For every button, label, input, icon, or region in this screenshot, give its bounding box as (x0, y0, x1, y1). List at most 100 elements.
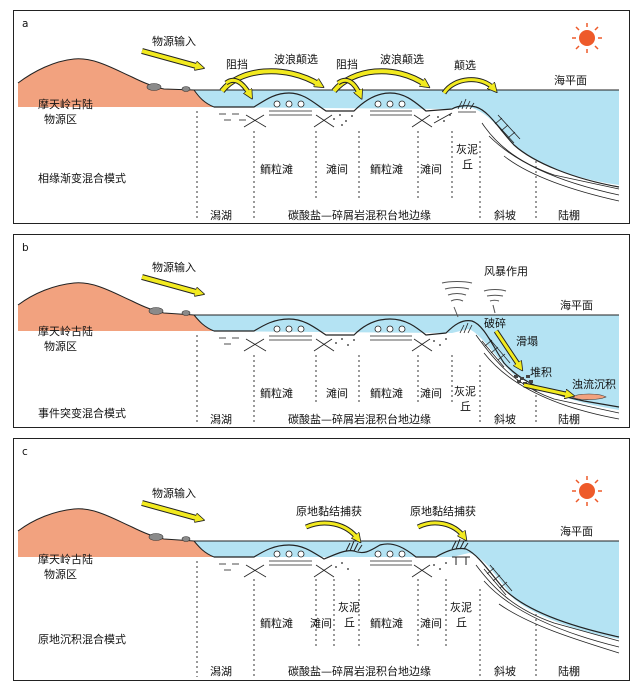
source-area-label: 物源区 (44, 567, 77, 581)
pebble (146, 83, 162, 91)
wave-sort-label-1: 波浪颠选 (274, 52, 318, 66)
source-area-label: 物源区 (44, 112, 77, 126)
sea-level-label: 海平面 (554, 73, 587, 87)
mud-mound-label-top: 灰泥 (338, 600, 360, 614)
capture-label-2: 原地黏结捕获 (410, 504, 476, 518)
slope-ladder (491, 114, 521, 144)
oolitic-shoal-label-2: 鲕粒滩 (370, 616, 403, 630)
platform-margin-label: 碳酸盐—碎屑岩混积台地边缘 (288, 664, 431, 678)
sea-level-label: 海平面 (560, 524, 593, 538)
oolitic-shoal-label-2: 鲕粒滩 (370, 162, 403, 176)
oolitic-shoal-2 (370, 550, 412, 566)
paleoland (18, 282, 214, 331)
mud-mound-label-bottom: 丘 (456, 616, 467, 629)
oolitic-shoal-2 (370, 325, 412, 341)
source-input-label: 物源输入 (152, 34, 196, 48)
mud-mound-label-top: 灰泥 (450, 600, 472, 614)
slope-ladder (481, 336, 511, 368)
sea-water (194, 315, 619, 410)
platform-margin-label: 碳酸盐—碎屑岩混积台地边缘 (288, 208, 431, 222)
lagoon-label: 潟湖 (210, 665, 232, 678)
seafloor-profile (214, 543, 620, 638)
panel-b: b 物源输入 风暴作用 海平面 破碎 滑塌 堆积 浊流沉积 摩天岭古陆 物源区 … (13, 234, 630, 428)
mode-label: 事件突变混合模式 (38, 406, 126, 420)
mud-mound-label-bottom: 丘 (460, 400, 471, 413)
shelf-label: 陆棚 (558, 208, 580, 222)
sun-icon (572, 476, 602, 506)
shelf-label: 陆棚 (558, 412, 580, 426)
oolitic-shoal-label-1: 鲕粒滩 (260, 616, 293, 630)
sea-level-label: 海平面 (560, 298, 593, 312)
sort-label: 颠选 (454, 58, 476, 72)
source-input-label: 物源输入 (152, 486, 196, 500)
sea-water (194, 541, 619, 639)
mode-label: 原地沉积混合模式 (38, 632, 126, 646)
oolitic-shoal-1 (269, 550, 312, 566)
slope-label: 斜坡 (494, 413, 516, 426)
turbidite-label: 浊流沉积 (572, 377, 616, 391)
oolitic-shoal-1 (269, 325, 312, 341)
panel-letter: a (22, 18, 28, 30)
storm-label: 风暴作用 (484, 265, 528, 278)
source-area-label: 物源区 (44, 339, 77, 353)
mud-mound-label-bottom: 丘 (344, 616, 355, 629)
oolitic-shoal-label-1: 鲕粒滩 (260, 162, 293, 176)
shelf-label: 陆棚 (558, 664, 580, 678)
oolitic-shoal-label-2: 鲕粒滩 (370, 386, 403, 400)
sea-water (194, 90, 619, 185)
mud-mound-label-top: 灰泥 (454, 384, 476, 398)
block-label-2: 阻挡 (336, 57, 358, 71)
lagoon-label: 潟湖 (210, 413, 232, 426)
turbidite-deposit (571, 393, 607, 400)
seafloor-profile (214, 318, 620, 408)
panel-letter: b (22, 242, 29, 254)
inter-shoal-label-1: 滩间 (310, 616, 332, 630)
lagoon-label: 潟湖 (210, 209, 232, 222)
paleoland-label: 摩天岭古陆 (38, 97, 93, 111)
storm-tornado-icon (483, 289, 507, 314)
pebble (148, 533, 164, 541)
sun-icon (572, 23, 602, 53)
paleoland-label: 摩天岭古陆 (38, 324, 93, 338)
slope-ladder (483, 564, 513, 596)
slump-label: 滑塌 (516, 335, 538, 348)
panel-c: c 物源输入 原地黏结捕获 原地黏结捕获 海平面 摩天岭古陆 物源区 原地沉积混… (13, 438, 630, 681)
inter-shoal-label-2: 滩间 (420, 162, 442, 176)
mud-mound-algae (457, 98, 476, 113)
paleoland (18, 508, 214, 557)
panel-b-diagram: b 物源输入 风暴作用 海平面 破碎 滑塌 堆积 浊流沉积 摩天岭古陆 物源区 … (17, 242, 620, 426)
pebble (181, 86, 191, 92)
pebble (148, 307, 164, 315)
seafloor-profile (214, 92, 620, 188)
inter-shoal-label-1: 滩间 (326, 162, 348, 176)
storm-tornado-icon (441, 281, 473, 318)
accumulation-label: 堆积 (530, 366, 552, 379)
pebble (181, 536, 191, 542)
binding-algae-1 (345, 540, 363, 552)
paleoland (18, 58, 214, 107)
oolitic-shoal-1 (269, 100, 312, 116)
panel-a-diagram: a 物源输入 阻挡 波浪颠选 阻挡 波浪颠选 颠选 海平面 摩天岭古陆 物源区 … (17, 18, 620, 222)
slope-label: 斜坡 (494, 665, 516, 678)
slope-label: 斜坡 (494, 209, 516, 222)
pebble (181, 310, 191, 316)
inter-shoal-label-2: 滩间 (420, 616, 442, 630)
binding-algae-2 (451, 538, 470, 565)
oolitic-shoal-label-1: 鲕粒滩 (260, 386, 293, 400)
inter-shoal-label-2: 滩间 (420, 386, 442, 400)
capture-label-1: 原地黏结捕获 (296, 504, 362, 518)
panel-a: a 物源输入 阻挡 波浪颠选 阻挡 波浪颠选 颠选 海平面 摩天岭古陆 物源区 … (13, 10, 630, 224)
platform-margin-label: 碳酸盐—碎屑岩混积台地边缘 (288, 412, 431, 426)
mode-label: 相缘渐变混合模式 (38, 171, 126, 185)
mud-mound-algae (459, 322, 473, 334)
wave-sort-label-2: 波浪颠选 (380, 52, 424, 66)
mud-mound-label-top: 灰泥 (456, 142, 478, 156)
breakage-label: 破碎 (484, 316, 506, 330)
paleoland-label: 摩天岭古陆 (38, 552, 93, 566)
panel-c-diagram: c 物源输入 原地黏结捕获 原地黏结捕获 海平面 摩天岭古陆 物源区 原地沉积混… (17, 446, 620, 678)
block-label-1: 阻挡 (226, 57, 248, 71)
mud-mound-label-bottom: 丘 (462, 158, 473, 171)
inter-shoal-label-1: 滩间 (326, 386, 348, 400)
panel-letter: c (22, 446, 28, 458)
oolitic-shoal-2 (370, 100, 412, 116)
